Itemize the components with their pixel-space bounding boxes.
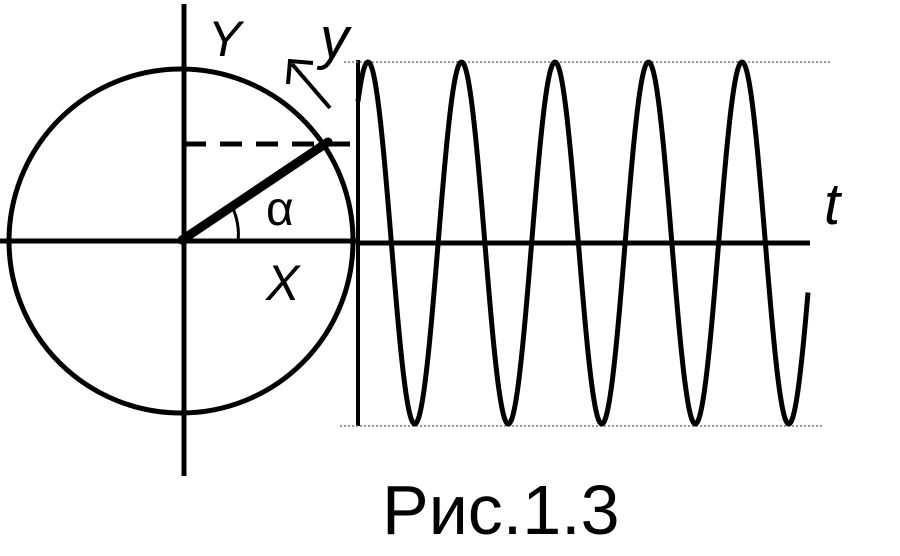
x-axis-label: X: [265, 255, 301, 311]
time-axis-label: t: [824, 172, 843, 237]
angle-label: α: [266, 183, 294, 236]
rotating-vector: [177, 137, 333, 245]
rotation-arrow: [286, 58, 332, 110]
y-axis-label: Y: [208, 11, 245, 67]
figure-caption: Рис.1.3: [382, 471, 620, 549]
angle-arc: [230, 205, 240, 242]
projection-label: y: [316, 6, 352, 71]
sine-wave: [355, 59, 811, 427]
